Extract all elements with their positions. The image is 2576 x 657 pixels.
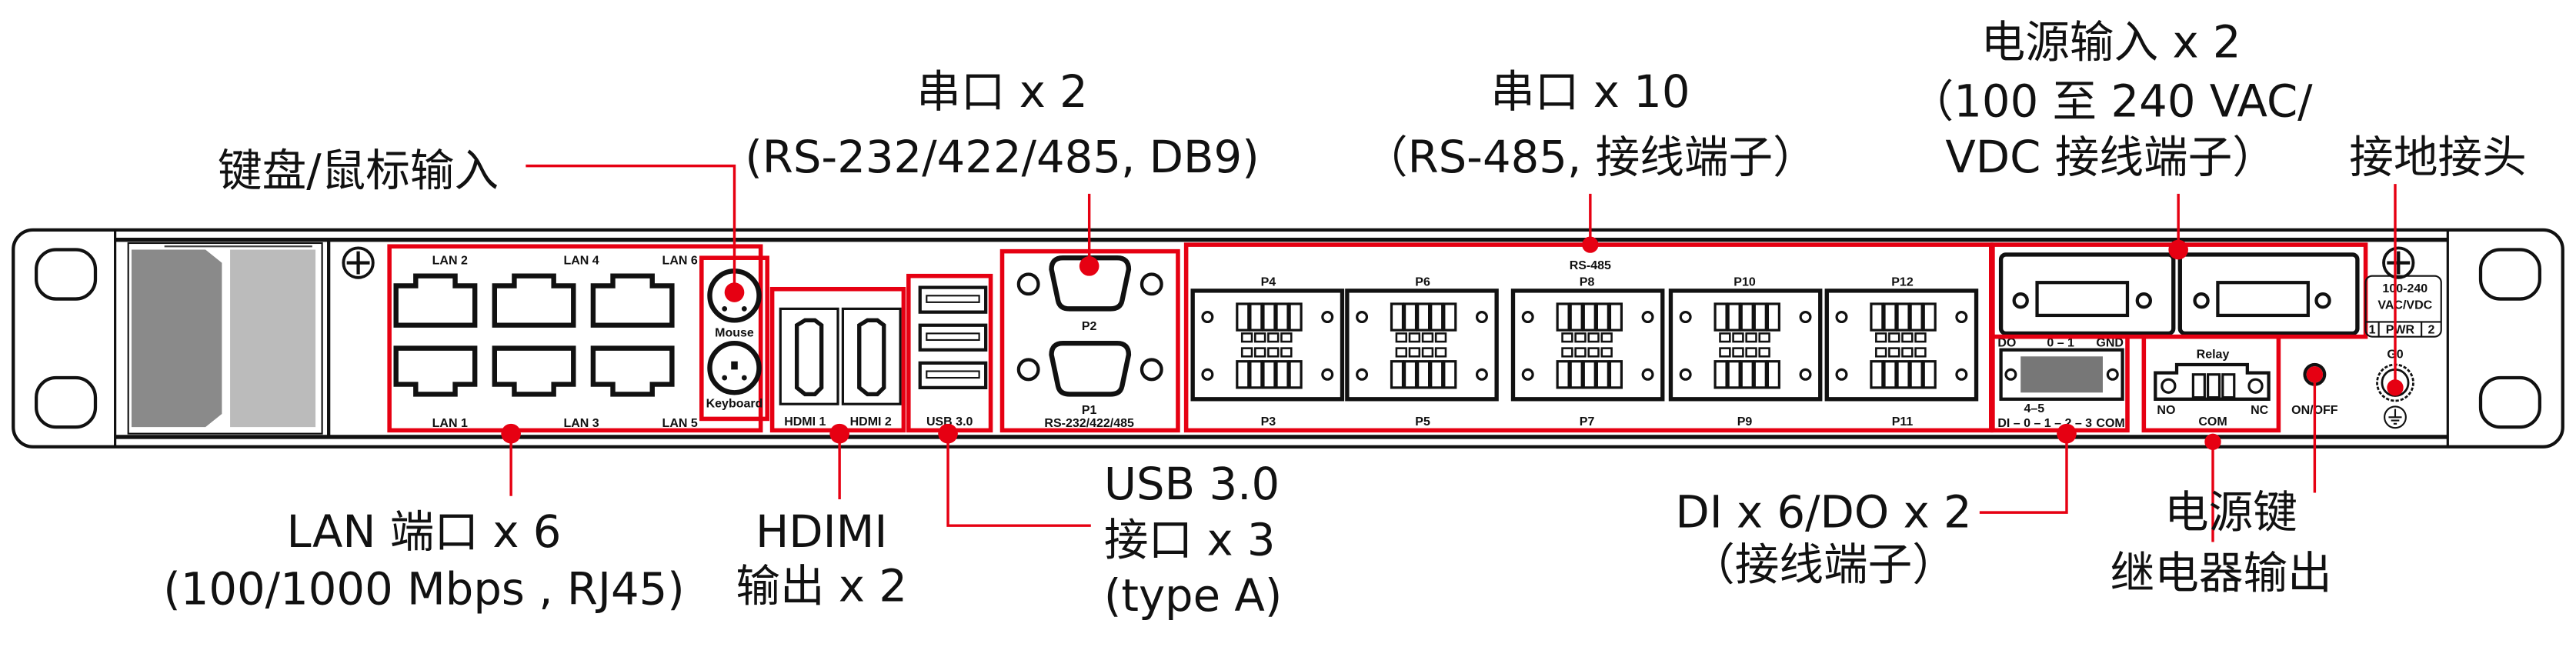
hdmi-2-label: HDMI 2 <box>850 415 892 429</box>
callout-power-title: 电源输入 x 2 <box>1981 16 2241 68</box>
lan-port-group <box>393 273 675 397</box>
relay-com-label: COM <box>2198 415 2227 429</box>
rs485-terminal-block <box>1345 288 1499 402</box>
rs485-label: RS-485 <box>1570 259 1611 272</box>
db9-port-p1 <box>1016 341 1163 397</box>
lan-1-label: LAN 1 <box>432 417 468 430</box>
port-label: P7 <box>1580 415 1595 429</box>
p1-label: P1 <box>1082 404 1097 417</box>
port-label: P5 <box>1415 415 1430 429</box>
lan-highlight-box <box>387 244 763 433</box>
callout-hdmi-title: HDIMI <box>756 505 887 558</box>
rs485-terminal-block <box>1824 288 1979 402</box>
gnd-label: GND <box>2096 336 2124 349</box>
relay-nc-label: NC <box>2251 404 2269 417</box>
rs232-label: RS-232/422/485 <box>1044 417 1134 430</box>
rack-slot <box>2478 375 2542 429</box>
callout-usb-type: (type A) <box>1104 569 1282 622</box>
hdmi-port <box>779 307 839 405</box>
port-label: P4 <box>1261 275 1276 288</box>
rj45-port <box>393 345 478 397</box>
relay-terminal <box>2154 362 2271 401</box>
keyboard-label: Keyboard <box>706 397 763 410</box>
lan-2-label: LAN 2 <box>432 255 468 268</box>
screw-icon <box>342 246 375 279</box>
do-numbers: 0 – 1 <box>2047 336 2074 349</box>
di-row-label: DI – 0 – 1 – 2 – 3 <box>1997 417 2092 430</box>
callout-serial10-title: 串口 x 10 <box>1490 65 1690 118</box>
port-label: P11 <box>1892 415 1914 429</box>
callout-ground: 接地接头 <box>2349 131 2527 183</box>
callout-usb-detail: 接口 x 3 <box>1104 514 1276 566</box>
port-label: P6 <box>1415 275 1430 288</box>
lan-6-label: LAN 6 <box>662 255 698 268</box>
rs485-terminal-block <box>1510 288 1665 402</box>
di-com-label: COM <box>2096 417 2124 430</box>
pwr-2-label: 2 <box>2428 323 2435 336</box>
rj45-port <box>590 345 675 397</box>
di-45-label: 4–5 <box>2024 402 2044 415</box>
port-label: P8 <box>1580 275 1595 288</box>
usb-port-group <box>918 285 988 389</box>
p2-label: P2 <box>1082 320 1097 333</box>
port-label: P10 <box>1733 275 1756 288</box>
mouse-label: Mouse <box>715 327 754 340</box>
callout-serial2-detail: (RS-232/422/485, DB9) <box>745 131 1259 183</box>
pwr-label: PWR <box>2386 323 2415 336</box>
pwr-range-2: VAC/VDC <box>2377 298 2432 312</box>
rack-slot <box>34 248 98 301</box>
relay-highlight-box <box>2141 334 2281 433</box>
rj45-port <box>393 273 478 328</box>
lan-3-label: LAN 3 <box>563 417 599 430</box>
screw-icon <box>2382 246 2415 279</box>
callout-relay-output: 继电器输出 <box>2111 546 2332 599</box>
callout-lan-title: LAN 端口 x 6 <box>287 505 562 558</box>
relay-no-label: NO <box>2157 404 2175 417</box>
ground-symbol-icon <box>2384 405 2407 429</box>
callout-power-key: 电源键 <box>2164 485 2297 538</box>
power-terminal-2 <box>2177 252 2360 336</box>
callout-usb-title: USB 3.0 <box>1104 458 1280 510</box>
do-label: DO <box>1997 336 2016 349</box>
rj45-port <box>492 273 576 328</box>
callout-keyboard-mouse: 键盘/鼠标输入 <box>218 144 499 196</box>
rj45-port <box>590 273 675 328</box>
callout-serial10-detail: （RS-485, 接线端子） <box>1363 131 1817 183</box>
rj45-port <box>492 345 576 397</box>
rack-slot <box>2478 248 2542 301</box>
power-terminal-1 <box>1998 252 2176 336</box>
callout-serial2-title: 串口 x 2 <box>916 65 1088 118</box>
rs485-terminal-block <box>1668 288 1823 402</box>
callout-hdmi-detail: 输出 x 2 <box>736 559 907 612</box>
port-label: P9 <box>1737 415 1753 429</box>
pwr-1-label: 1 <box>2369 323 2376 336</box>
callout-power-detail-2: VDC 接线端子） <box>1945 131 2276 183</box>
db9-port-p2 <box>1016 255 1163 312</box>
hdmi-1-label: HDMI 1 <box>784 415 826 429</box>
rack-slot <box>34 375 98 429</box>
ps2-keyboard-port <box>707 341 762 395</box>
dido-terminal <box>1999 348 2124 401</box>
port-label: P3 <box>1261 415 1276 429</box>
callout-leaders <box>501 164 2404 542</box>
rs485-terminal-block <box>1190 288 1345 402</box>
callout-dido-detail: （接线端子） <box>1690 539 1957 591</box>
callout-power-detail-1: （100 至 240 VAC/ <box>1910 75 2314 128</box>
callout-lan-detail: (100/1000 Mbps , RJ45) <box>163 563 685 615</box>
callout-dido-title: DI x 6/DO x 2 <box>1675 485 1971 538</box>
handle-grille <box>127 242 323 435</box>
port-label: P12 <box>1891 275 1914 288</box>
pwr-range-1: 100-240 <box>2382 282 2428 295</box>
usb-label: USB 3.0 <box>926 415 973 429</box>
hdmi-port <box>841 307 902 405</box>
lan-5-label: LAN 5 <box>662 417 698 430</box>
lan-4-label: LAN 4 <box>563 255 599 268</box>
relay-label: Relay <box>2197 348 2230 361</box>
rs485-terminal-group <box>1190 288 1979 402</box>
power-rating-plate <box>2364 275 2442 338</box>
